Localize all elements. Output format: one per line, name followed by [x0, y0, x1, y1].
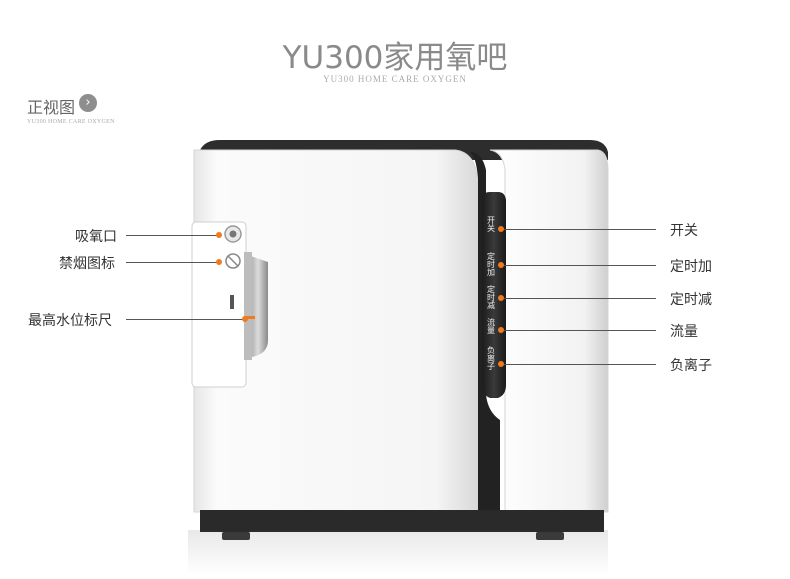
chevron-right-icon[interactable]: ›	[79, 94, 97, 112]
panel-button-flow[interactable]: 流量	[486, 318, 496, 334]
view-subtitle: YU300 HOME CARE OXYGEN	[27, 119, 115, 125]
callout-dot	[216, 232, 222, 238]
panel-button-timer-down[interactable]: 定时减	[486, 285, 496, 309]
callout-flow: 流量	[670, 324, 698, 340]
callout-no-smoking-icon: 禁烟图标	[59, 256, 115, 272]
leader-line	[126, 262, 218, 263]
leader-line	[504, 298, 656, 299]
callout-dot	[216, 259, 222, 265]
callout-dot	[498, 295, 504, 301]
callout-power: 开关	[670, 223, 698, 239]
page-title: YU300家用氧吧	[282, 40, 508, 76]
leader-line	[504, 364, 656, 365]
callout-timer-up: 定时加	[670, 259, 712, 275]
panel-button-timer-up[interactable]: 定时加	[486, 252, 496, 276]
callout-oxygen-outlet: 吸氧口	[75, 229, 117, 245]
callout-timer-down: 定时减	[670, 292, 712, 308]
callout-max-water-level: 最高水位标尺	[28, 313, 112, 329]
panel-button-power[interactable]: 开关	[486, 216, 496, 232]
view-title: 正视图	[27, 98, 76, 117]
callout-dot	[242, 316, 248, 322]
callout-negative-ion: 负离子	[670, 358, 712, 374]
page-subtitle: YU300 HOME CARE OXYGEN	[323, 74, 467, 84]
callout-dot	[498, 226, 504, 232]
panel-button-ion[interactable]: 负离子	[486, 346, 496, 370]
callout-dot	[498, 262, 504, 268]
leader-line	[504, 330, 656, 331]
callout-dot	[498, 327, 504, 333]
leader-line	[126, 235, 218, 236]
leader-line	[126, 319, 244, 320]
leader-line	[504, 229, 656, 230]
callout-dot	[498, 361, 504, 367]
leader-line	[504, 265, 656, 266]
